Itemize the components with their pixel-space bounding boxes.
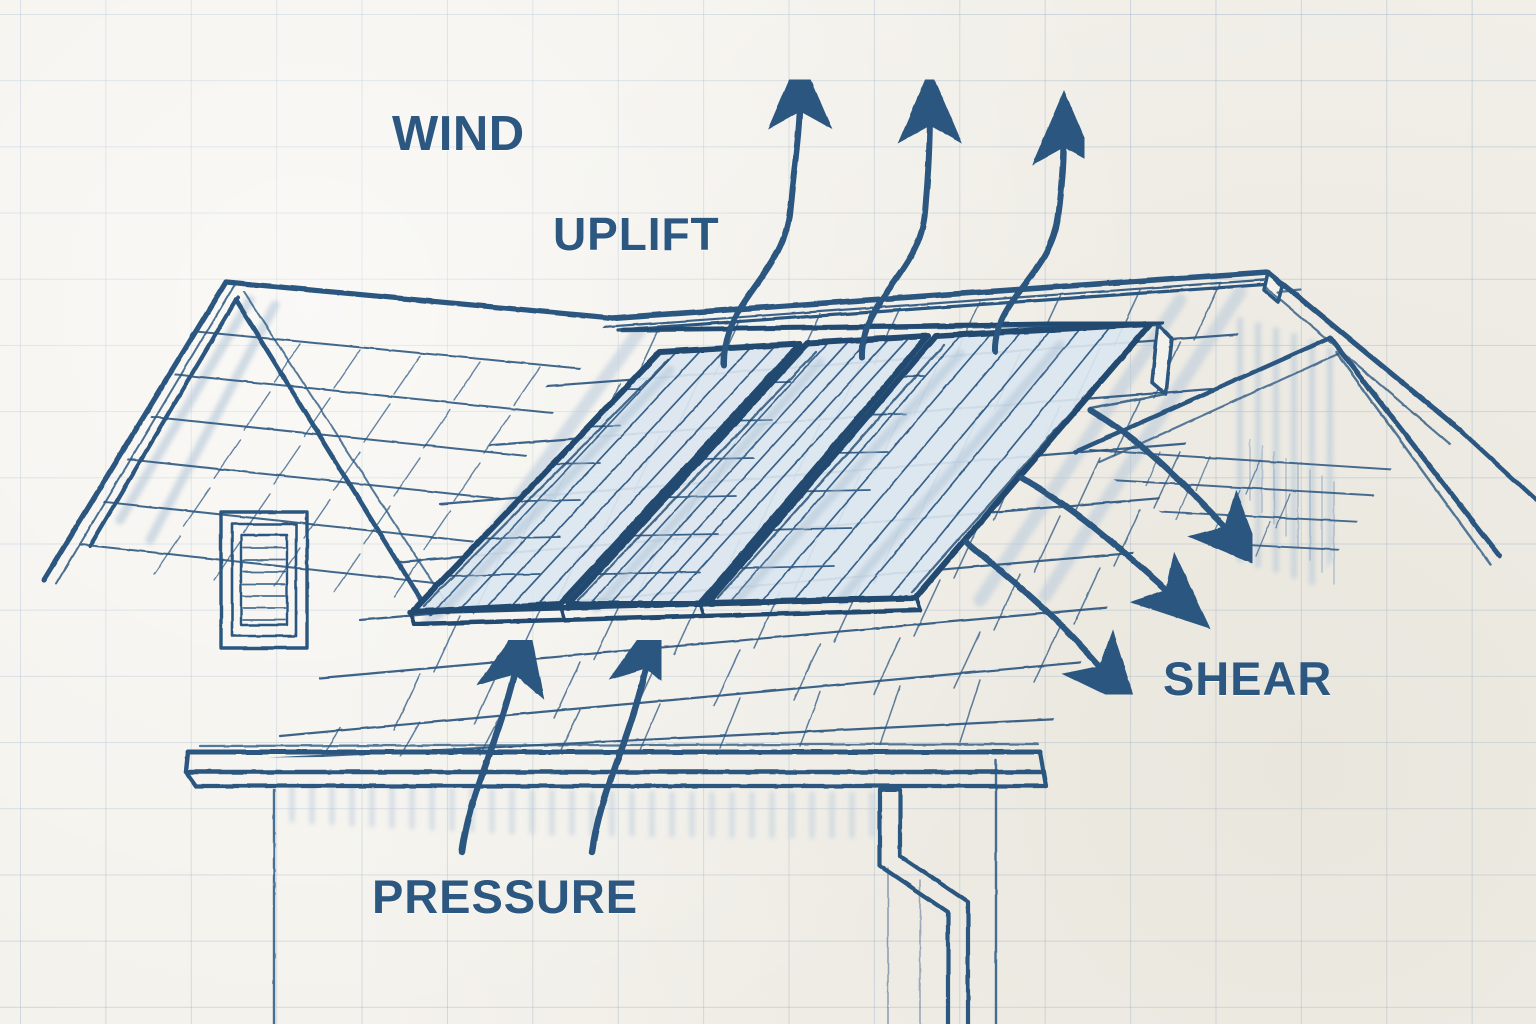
label-wind: WIND: [392, 107, 525, 161]
right-gable-hatch: [1249, 439, 1335, 585]
ridge-cap: [609, 269, 1302, 332]
label-pressure: PRESSURE: [372, 870, 639, 923]
uplift-arrow-3: [991, 89, 1097, 355]
shear-arrow-1: [1086, 406, 1267, 570]
label-uplift: UPLIFT: [553, 208, 720, 260]
shear-arrow-2: [1018, 474, 1211, 629]
pressure-arrow-2: [588, 608, 677, 856]
attic-vent: [219, 510, 309, 650]
right-gable: [1072, 269, 1536, 566]
wall-lines: [272, 758, 998, 1024]
solar-array: [407, 319, 1165, 627]
pressure-arrows: [458, 608, 677, 856]
left-gable: [41, 279, 615, 617]
pressure-arrow-1: [458, 614, 545, 856]
pencil-shading: [115, 285, 1333, 839]
label-shear: SHEAR: [1163, 652, 1333, 705]
shear-arrows: [962, 406, 1267, 711]
uplift-arrow-1: [720, 53, 833, 369]
downspout: [877, 787, 971, 1024]
uplift-arrow-2: [858, 67, 963, 361]
shear-arrow-3: [962, 538, 1139, 711]
uplift-arrows: [720, 53, 1097, 369]
